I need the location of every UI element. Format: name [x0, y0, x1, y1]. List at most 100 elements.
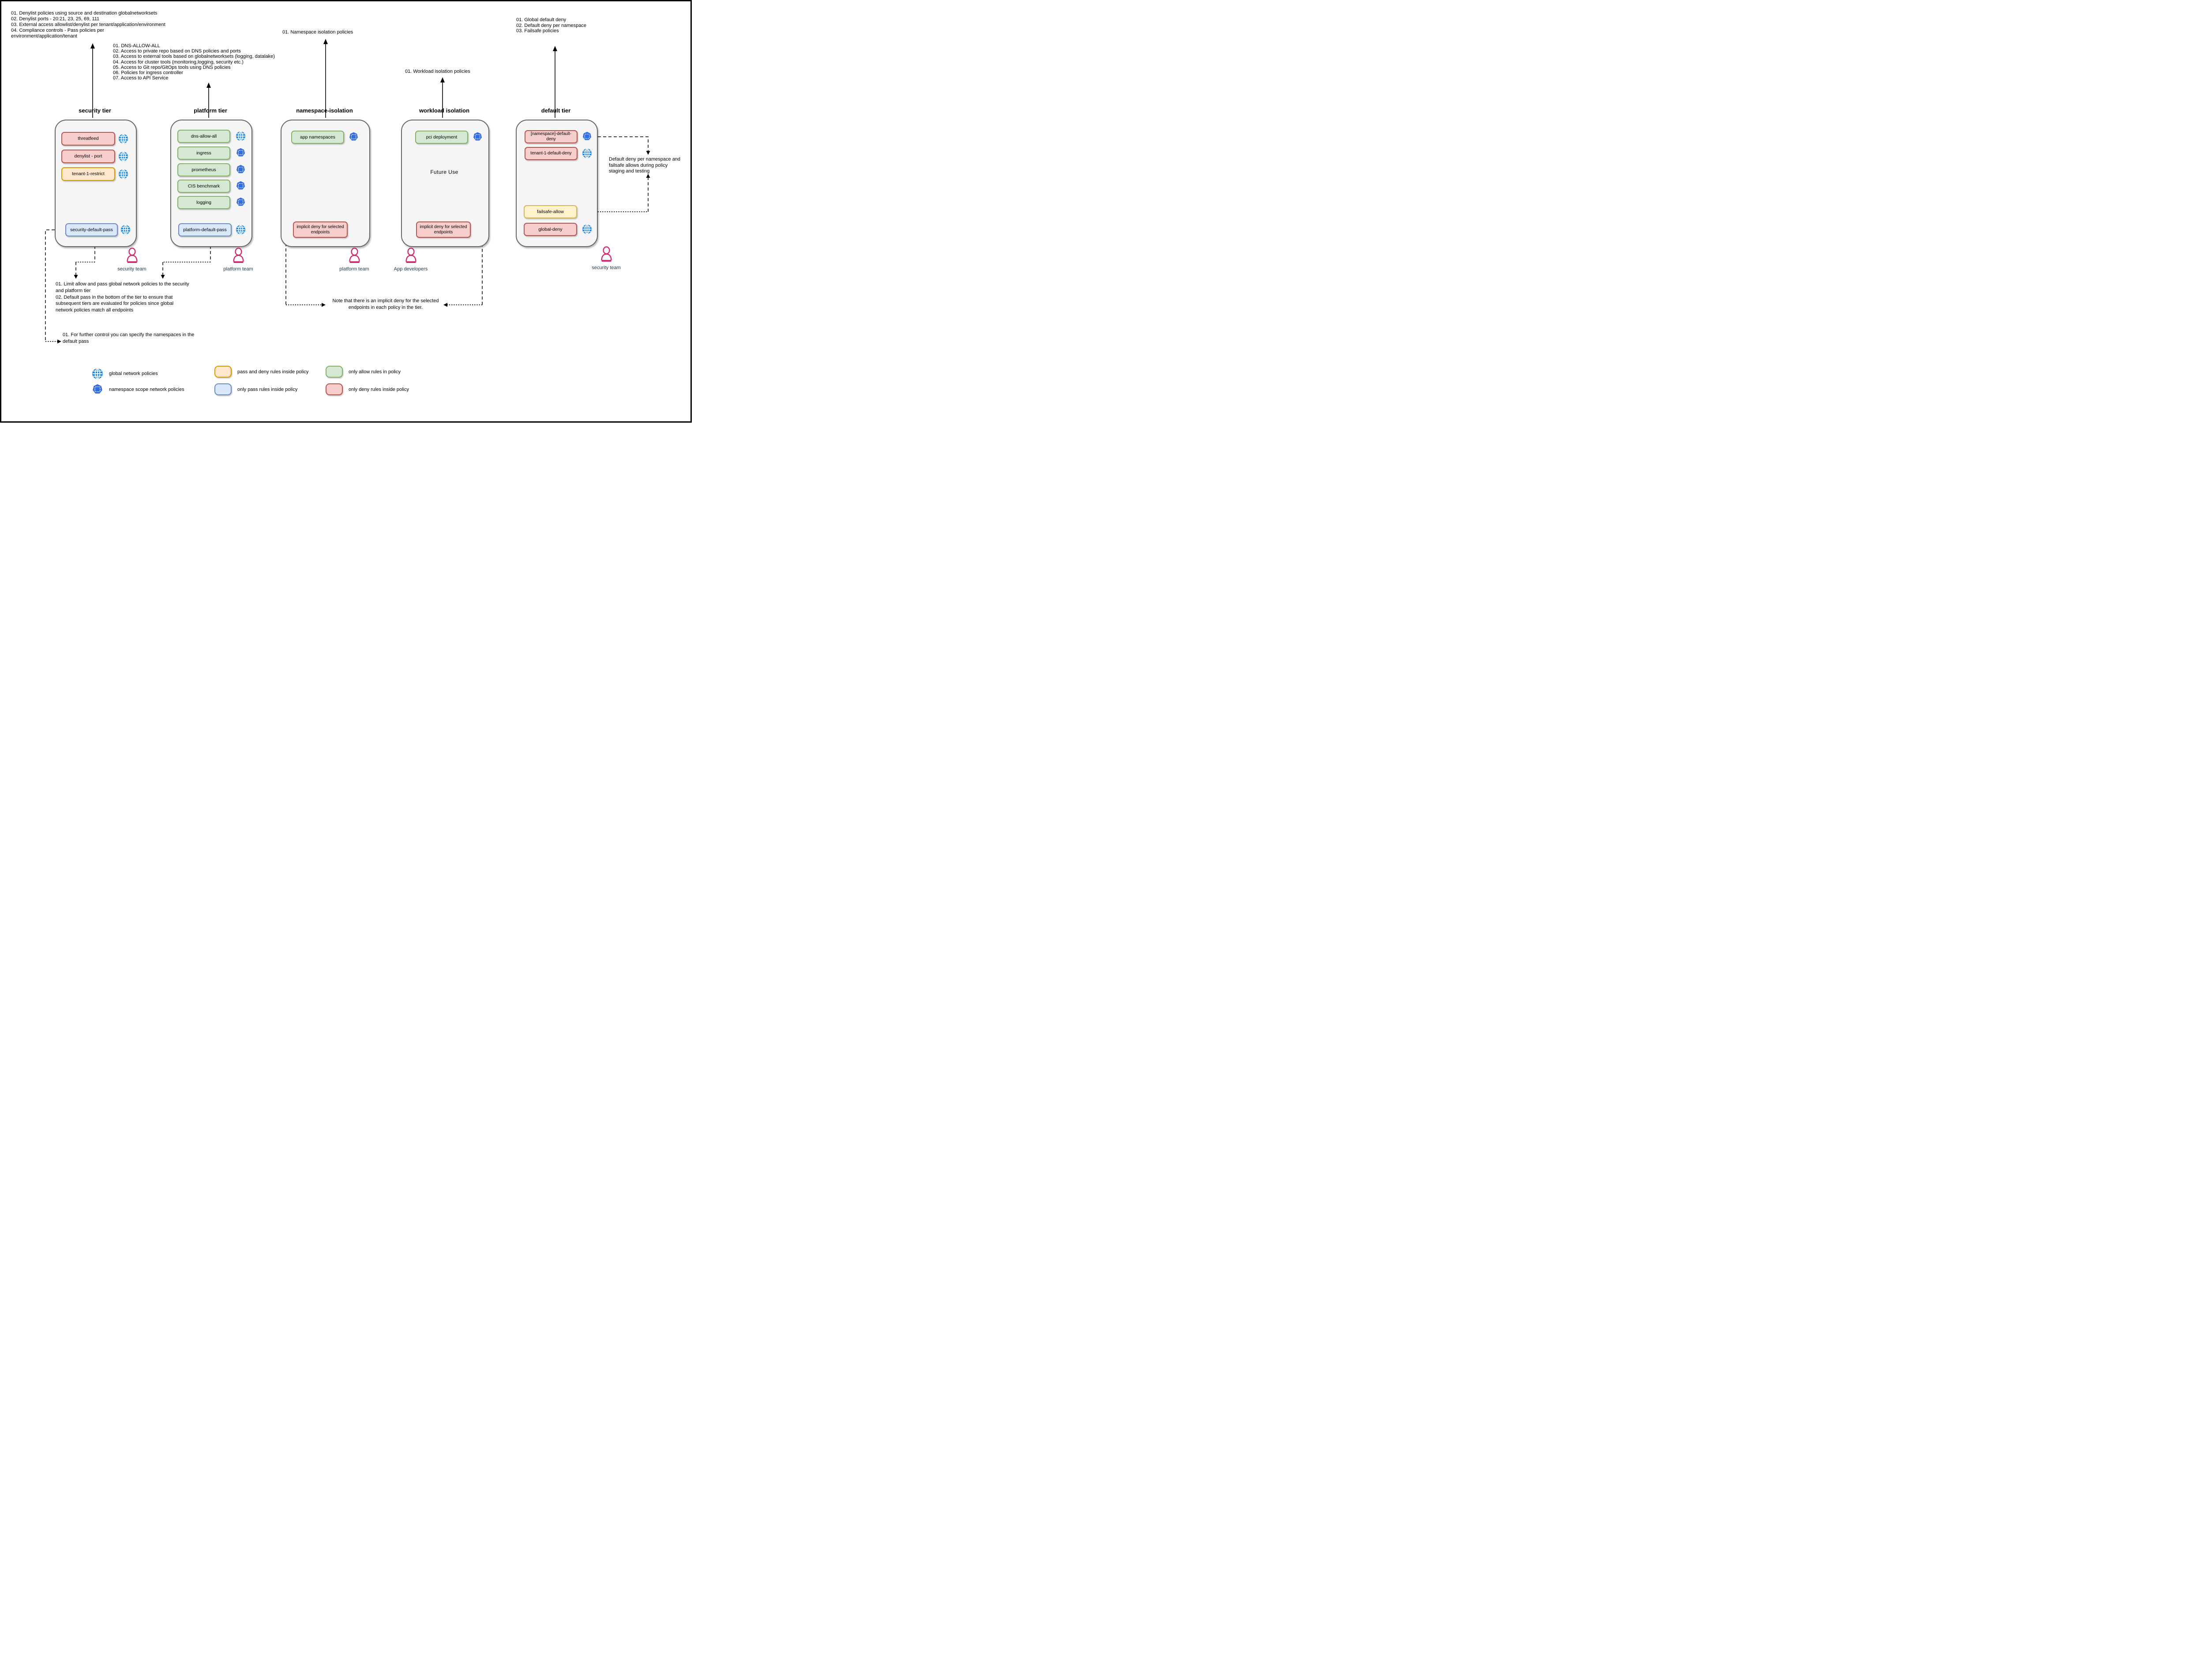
annotation-line: 01. Denylist policies using source and d…	[11, 11, 158, 16]
platform-tier-annotation: 01. DNS-ALLOW-ALL 02. Access to private …	[113, 43, 275, 81]
annotation-line: environment/application/tenant	[11, 34, 77, 39]
annotation-line: subsequent tiers are evaluated for polic…	[56, 301, 174, 307]
annotation-line: 05. Access to Git repo/GitOps tools usin…	[113, 64, 231, 70]
annotation-line: 07. Access to API Service	[113, 75, 169, 81]
team-label: platform team	[339, 266, 369, 272]
policy-threatfeed: threatfeed	[61, 132, 115, 146]
team-label: security team	[117, 266, 146, 272]
annotation-line: staging and testing	[609, 169, 650, 174]
policy-tenant-1-default-deny: tenant-1-default-deny	[525, 147, 578, 160]
arrowhead	[161, 275, 165, 279]
legend-swatch-pass-deny	[214, 366, 232, 378]
namespace-icon	[92, 384, 103, 395]
policy-dns-allow-all: dns-allow-all	[177, 130, 230, 143]
policy-ingress: ingress	[177, 146, 230, 160]
person-icon	[348, 248, 361, 264]
namespace-icon	[236, 148, 246, 158]
team-security-2: security team	[575, 246, 637, 270]
policy-logging: logging	[177, 196, 230, 209]
implicit-deny-note: Note that there is an implicit deny for …	[328, 298, 443, 311]
tier-title-namespace-isolation: namespace-isolation	[296, 107, 353, 114]
policy-pci-deployment: pci deployment	[415, 131, 468, 144]
person-icon	[125, 248, 139, 264]
globe-icon	[236, 131, 246, 141]
annotation-line: 01. DNS-ALLOW-ALL	[113, 43, 160, 49]
tier-title-default: default tier	[541, 107, 571, 114]
namespace-icon	[473, 132, 483, 142]
team-platform-2: platform team	[323, 248, 385, 272]
arrowhead	[90, 43, 95, 49]
annotation-line: failsafe allows during policy	[609, 162, 668, 168]
namespace-icon	[349, 132, 359, 142]
annotation-line: 01. Workload isolation policies	[405, 69, 470, 74]
globe-icon	[582, 148, 592, 158]
namespace-icon	[236, 165, 246, 175]
arrowhead	[440, 77, 445, 82]
future-use-label: Future Use	[430, 169, 458, 175]
annotation-line: 03. External access allowlist/denylist p…	[11, 22, 165, 27]
policy-implicit-deny-workload: implicit deny for selected endpoints	[416, 221, 471, 238]
annotation-line: 02. Denylist ports - 20:21, 23, 25, 69, …	[11, 16, 100, 22]
globe-icon	[118, 134, 128, 144]
pass-policies-note: 01. Limit allow and pass global network …	[56, 281, 189, 314]
policy-prometheus: prometheus	[177, 163, 230, 176]
legend-label: namespace scope network policies	[109, 387, 184, 392]
tier-title-workload-isolation: workload isolation	[419, 107, 470, 114]
arrowhead	[323, 39, 328, 44]
annotation-line: 02. Access to private repo based on DNS …	[113, 49, 241, 54]
policy-security-default-pass: security-default-pass	[65, 223, 118, 236]
policy-implicit-deny-namespace: implicit deny for selected endpoints	[293, 221, 348, 238]
arrowhead	[57, 339, 61, 344]
annotation-line: endpoints in each policy in the tier.	[348, 304, 423, 310]
tier-title-security: security tier	[79, 107, 111, 114]
legend-pass-only-rules: only pass rules inside policy	[214, 383, 297, 395]
annotation-line: 06. Policies for ingress controller	[113, 70, 183, 76]
arrowhead	[74, 275, 78, 279]
annotation-line: 02. Default deny per namespace	[516, 22, 586, 28]
annotation-line: Default deny per namespace and	[609, 157, 681, 162]
policy-cis-benchmark: CIS benchmark	[177, 180, 230, 193]
globe-icon	[118, 151, 128, 161]
legend-label: pass and deny rules inside policy	[237, 369, 309, 375]
annotation-line: 03. Access to external tools based on gl…	[113, 54, 275, 60]
person-icon	[600, 246, 613, 263]
namespace-icon	[236, 197, 246, 207]
legend-label: only allow rules in policy	[349, 369, 401, 375]
team-label: App developers	[394, 266, 428, 272]
annotation-line: and platform tier	[56, 288, 91, 293]
annotation-line: Note that there is an implicit deny for …	[332, 298, 439, 304]
legend-label: global network policies	[109, 371, 158, 376]
legend-global-network-policies: global network policies	[92, 368, 158, 379]
globe-icon	[92, 368, 103, 379]
policy-failsafe-allow: failsafe-allow	[524, 205, 577, 218]
policy-tenant-1-restrict: tenant-1-restrict	[61, 167, 115, 181]
legend-label: only deny rules inside policy	[349, 386, 409, 392]
annotation-line: 01. Namespace isolation policies	[282, 30, 353, 35]
person-icon	[404, 248, 418, 264]
arrowhead	[646, 151, 650, 155]
annotation-line: 04. Compliance controls - Pass policies …	[11, 28, 104, 33]
policy-global-deny: global-deny	[524, 223, 577, 236]
policy-denylist-port: denylist - port	[61, 150, 115, 163]
legend-namespace-scope-policies: namespace scope network policies	[92, 384, 184, 395]
annotation-line: 02. Default pass in the bottom of the ti…	[56, 294, 173, 300]
arrowhead	[553, 46, 557, 51]
namespace-icon	[236, 181, 246, 191]
annotation-line: 01. For further control you can specify …	[63, 332, 195, 338]
workload-tier-annotation: 01. Workload isolation policies	[405, 69, 470, 75]
annotation-line: network policies match all endpoints	[56, 308, 134, 313]
policy-app-namespaces: app namespaces	[291, 131, 344, 144]
legend-swatch-allow	[326, 366, 343, 378]
legend-allow-only-rules: only allow rules in policy	[326, 366, 401, 378]
annotation-line: default pass	[63, 339, 89, 344]
arrowhead	[322, 303, 326, 307]
namespace-tier-annotation: 01. Namespace isolation policies	[282, 30, 353, 35]
annotation-line: 03. Failsafe policies	[516, 28, 559, 34]
policy-namespace-default-deny: [namespace]-default-deny	[525, 130, 578, 143]
team-security: security team	[101, 248, 163, 272]
team-platform: platform team	[207, 248, 269, 272]
legend-swatch-pass	[214, 383, 232, 395]
staging-note: Default deny per namespace and failsafe …	[609, 157, 680, 175]
arrowhead	[443, 303, 447, 307]
annotation-line: 01. Global default deny	[516, 17, 567, 22]
